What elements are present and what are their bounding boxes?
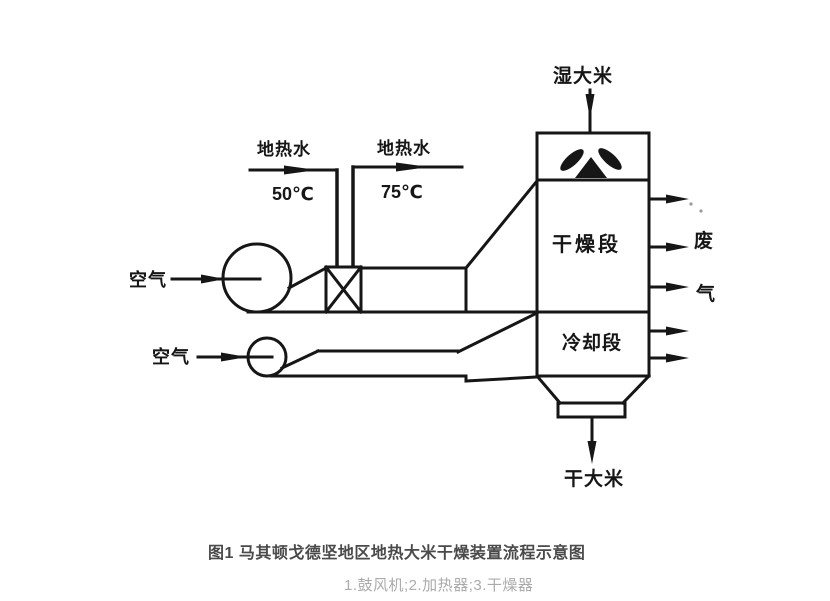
geothermal-right-temperature: 75℃ [381,182,423,202]
discharge-hopper [534,373,652,464]
geothermal-pipe-75c [351,162,464,268]
dryer-top-box [535,131,651,182]
right-arrow-icon [201,274,225,284]
waste-gas-label-char1: 废 [694,231,715,252]
wet-rice-label: 湿大米 [553,66,614,87]
blower-1 [170,242,293,314]
air-inlet-upper-label: 空气 [129,270,167,290]
right-arrow-icon [284,165,317,175]
figure-legend: 1.鼓风机;2.加热器;3.干燥器 [344,577,534,594]
figure-caption: 图1 马其顿戈德坚地区地热大米干燥装置流程示意图 [208,545,586,562]
cooling-section-label: 冷却段 [562,333,623,354]
wet-rice-feed-pipe [585,88,595,135]
waste-gas-arrows [647,194,689,363]
blower-2 [196,336,288,378]
lower-air-duct [269,310,540,383]
discharge-flange [556,401,627,419]
scan-noise-dots [689,202,703,213]
drying-section-label: 干燥段 [552,234,621,256]
down-arrow-icon [587,441,597,464]
geothermal-pipe-50c [248,165,339,268]
geothermal-water-left-label: 地热水 [257,140,311,159]
heater-box [323,264,364,315]
upper-air-duct [246,178,540,314]
dry-rice-label: 干大米 [564,469,625,490]
distributor-cone [575,157,607,178]
air-inlet-lower-label: 空气 [152,347,190,367]
down-arrow-icon [585,94,595,119]
geothermal-left-temperature: 50℃ [272,184,314,204]
dryer-tower [535,178,651,378]
distributor-right-vane [598,148,622,170]
distributor-left-vane [560,149,584,171]
waste-gas-label-char2: 气 [696,284,717,305]
geothermal-water-right-label: 地热水 [377,139,431,158]
right-arrow-icon [221,352,247,362]
right-arrow-icon [396,162,429,172]
